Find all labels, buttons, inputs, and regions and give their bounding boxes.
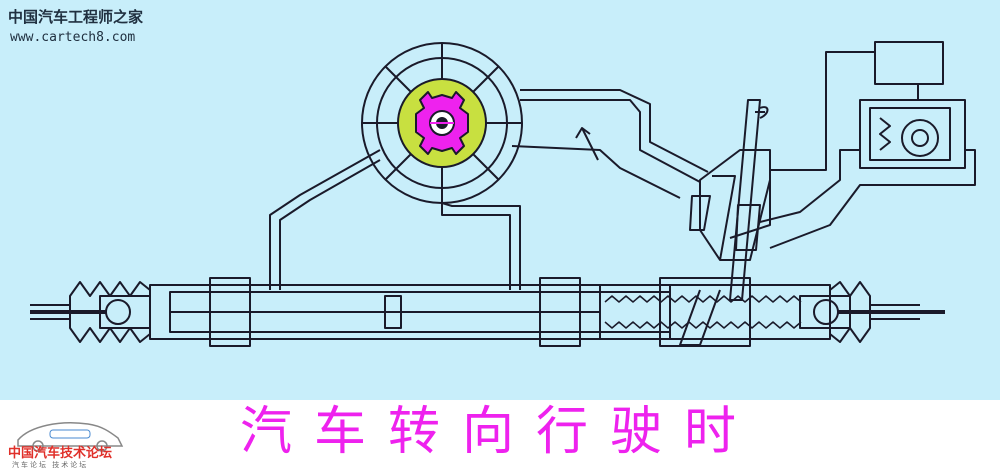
right-boot xyxy=(799,281,945,343)
forum-logo-car-icon xyxy=(17,422,124,452)
diagram-caption: 汽车转向行驶时 xyxy=(240,402,759,462)
steering-column xyxy=(679,99,771,346)
watermark-url: www.cartech8.com xyxy=(10,30,136,45)
left-boot xyxy=(30,281,151,343)
watermark-site-name: 中国汽车工程师之家 xyxy=(8,8,144,26)
power-steering-diagram xyxy=(30,41,976,347)
reservoir-and-pump xyxy=(729,41,976,249)
rack-teeth xyxy=(604,295,802,329)
forum-subtext: 汽车论坛 技术论坛 xyxy=(12,461,89,469)
valve-pipes xyxy=(269,89,709,290)
forum-name: 中国汽车技术论坛 xyxy=(8,446,113,461)
rack-housing xyxy=(149,277,831,347)
rotary-valve xyxy=(361,42,523,204)
